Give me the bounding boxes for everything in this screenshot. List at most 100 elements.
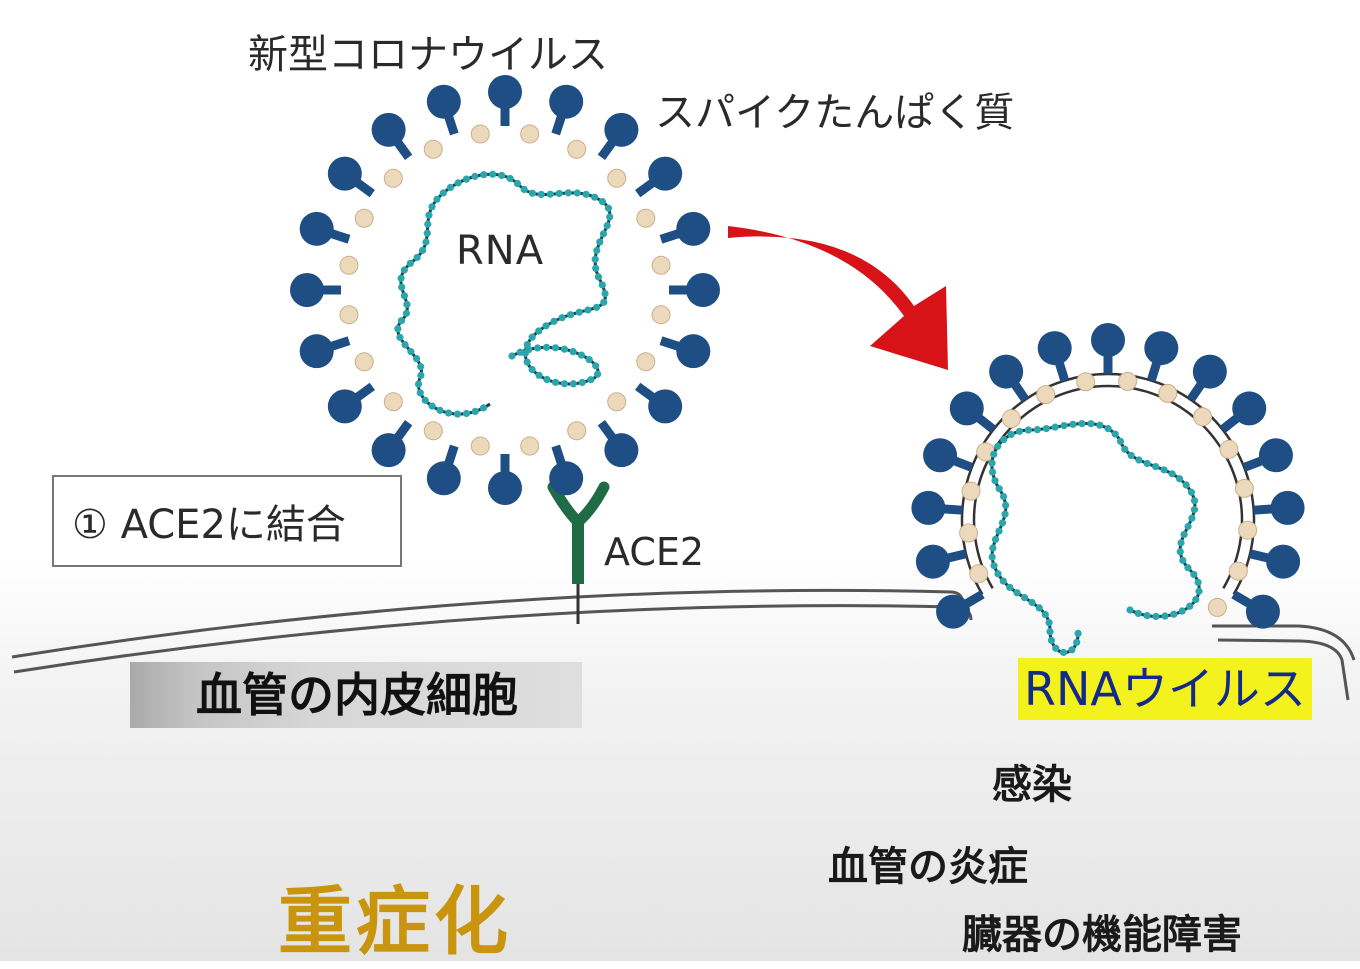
rna-bead — [1028, 598, 1036, 607]
rna-bead — [423, 229, 431, 237]
spike-head — [1144, 331, 1179, 366]
rna-bead — [439, 189, 447, 197]
membrane-bead — [567, 139, 587, 159]
virus-title: 新型コロナウイルス — [248, 32, 608, 78]
budding-virus-particle — [911, 323, 1305, 629]
rna-bead — [1042, 424, 1050, 433]
rna-bead — [995, 527, 1003, 535]
spike-head — [1266, 544, 1301, 579]
rna-bead — [1195, 587, 1203, 595]
spike-head — [327, 156, 362, 191]
rna-bead — [599, 230, 608, 238]
rna-bead — [598, 281, 606, 289]
rna-bead — [1111, 430, 1119, 438]
rna-bead — [537, 190, 545, 199]
rna-bead — [573, 189, 581, 197]
membrane-bead — [383, 168, 403, 188]
spike-head — [915, 544, 950, 579]
membrane-bead — [607, 168, 627, 188]
rna-bead — [593, 246, 601, 255]
transition-arrow — [728, 226, 948, 370]
rna-bead — [1069, 420, 1077, 428]
membrane-bead — [959, 523, 979, 543]
rna-bead — [400, 266, 408, 274]
rna-strand — [396, 172, 612, 416]
rna-bead — [1007, 430, 1015, 439]
rna-bead — [1074, 629, 1082, 638]
rna-bead — [1078, 419, 1086, 428]
rna-bead — [600, 298, 608, 306]
rna-bead — [401, 341, 409, 349]
envelope-outer — [960, 372, 1256, 595]
spike-head — [426, 84, 461, 119]
membrane-bead — [1158, 383, 1178, 403]
rna-bead — [594, 370, 602, 378]
rna-bead — [999, 577, 1007, 585]
rna-bead — [417, 371, 425, 380]
rna-bead — [489, 170, 497, 178]
rna-bead — [1188, 514, 1196, 522]
membrane-bead — [423, 421, 443, 441]
membrane-bead — [354, 352, 374, 372]
rna-label: RNA — [456, 228, 545, 274]
rna-bead — [1170, 610, 1178, 618]
spike-head — [290, 273, 324, 307]
membrane-bead — [567, 421, 587, 441]
rna-bead — [1135, 456, 1143, 464]
rna-bead — [604, 204, 613, 212]
rna-bead — [587, 376, 595, 384]
step-one-box: ① ACE2に結合 — [52, 475, 402, 567]
rna-bead — [999, 492, 1008, 501]
rna-bead — [413, 253, 421, 262]
rna-bead — [528, 333, 536, 341]
rna-bead — [471, 172, 479, 180]
rna-bead — [1121, 445, 1129, 453]
rna-bead — [988, 468, 997, 476]
rna-bead — [1186, 602, 1194, 610]
rna-bead — [521, 349, 529, 357]
rna-bead — [1127, 451, 1135, 460]
rna-bead — [1047, 636, 1056, 645]
rna-bead — [1041, 610, 1049, 619]
membrane-bead — [1001, 409, 1021, 429]
spike-head — [371, 112, 406, 147]
rna-bead — [566, 311, 575, 319]
rna-bead — [1059, 648, 1068, 657]
rna-bead — [1073, 638, 1081, 646]
rna-bead — [400, 292, 409, 300]
rna-bead — [1180, 530, 1188, 539]
rna-bead — [1033, 426, 1041, 434]
rna-bead — [508, 352, 516, 360]
rna-bead — [591, 255, 599, 263]
spike-head — [1037, 331, 1072, 366]
spike-head — [936, 594, 971, 629]
rna-bead — [398, 283, 406, 291]
spike-head — [949, 391, 984, 426]
rna-bead — [1000, 435, 1008, 444]
rna-bead — [535, 371, 543, 379]
membrane-bead — [607, 392, 627, 412]
rna-bead — [1052, 644, 1060, 652]
spike-head — [676, 211, 711, 246]
cell-membrane-outer — [11, 588, 965, 659]
rna-bead — [578, 378, 586, 387]
rna-bead — [1192, 595, 1200, 604]
rna-bead — [1096, 421, 1104, 429]
cell-membrane-right — [1217, 638, 1350, 701]
rna-bead — [1190, 570, 1198, 579]
rna-bead — [592, 303, 601, 311]
rna-bead — [480, 171, 488, 179]
rna-bead — [1116, 437, 1125, 445]
rna-bead — [582, 190, 590, 198]
membrane-bead — [339, 255, 359, 275]
rna-bead — [425, 211, 433, 219]
rna-bead — [453, 410, 462, 418]
rna-bead — [402, 309, 411, 317]
rna-bead — [995, 485, 1003, 493]
rna-bead — [1001, 510, 1009, 518]
rna-bead — [1152, 612, 1160, 621]
rna-bead — [550, 317, 558, 325]
spike-head — [923, 438, 958, 473]
ace2-receptor — [547, 481, 610, 624]
spike-head — [549, 461, 584, 496]
